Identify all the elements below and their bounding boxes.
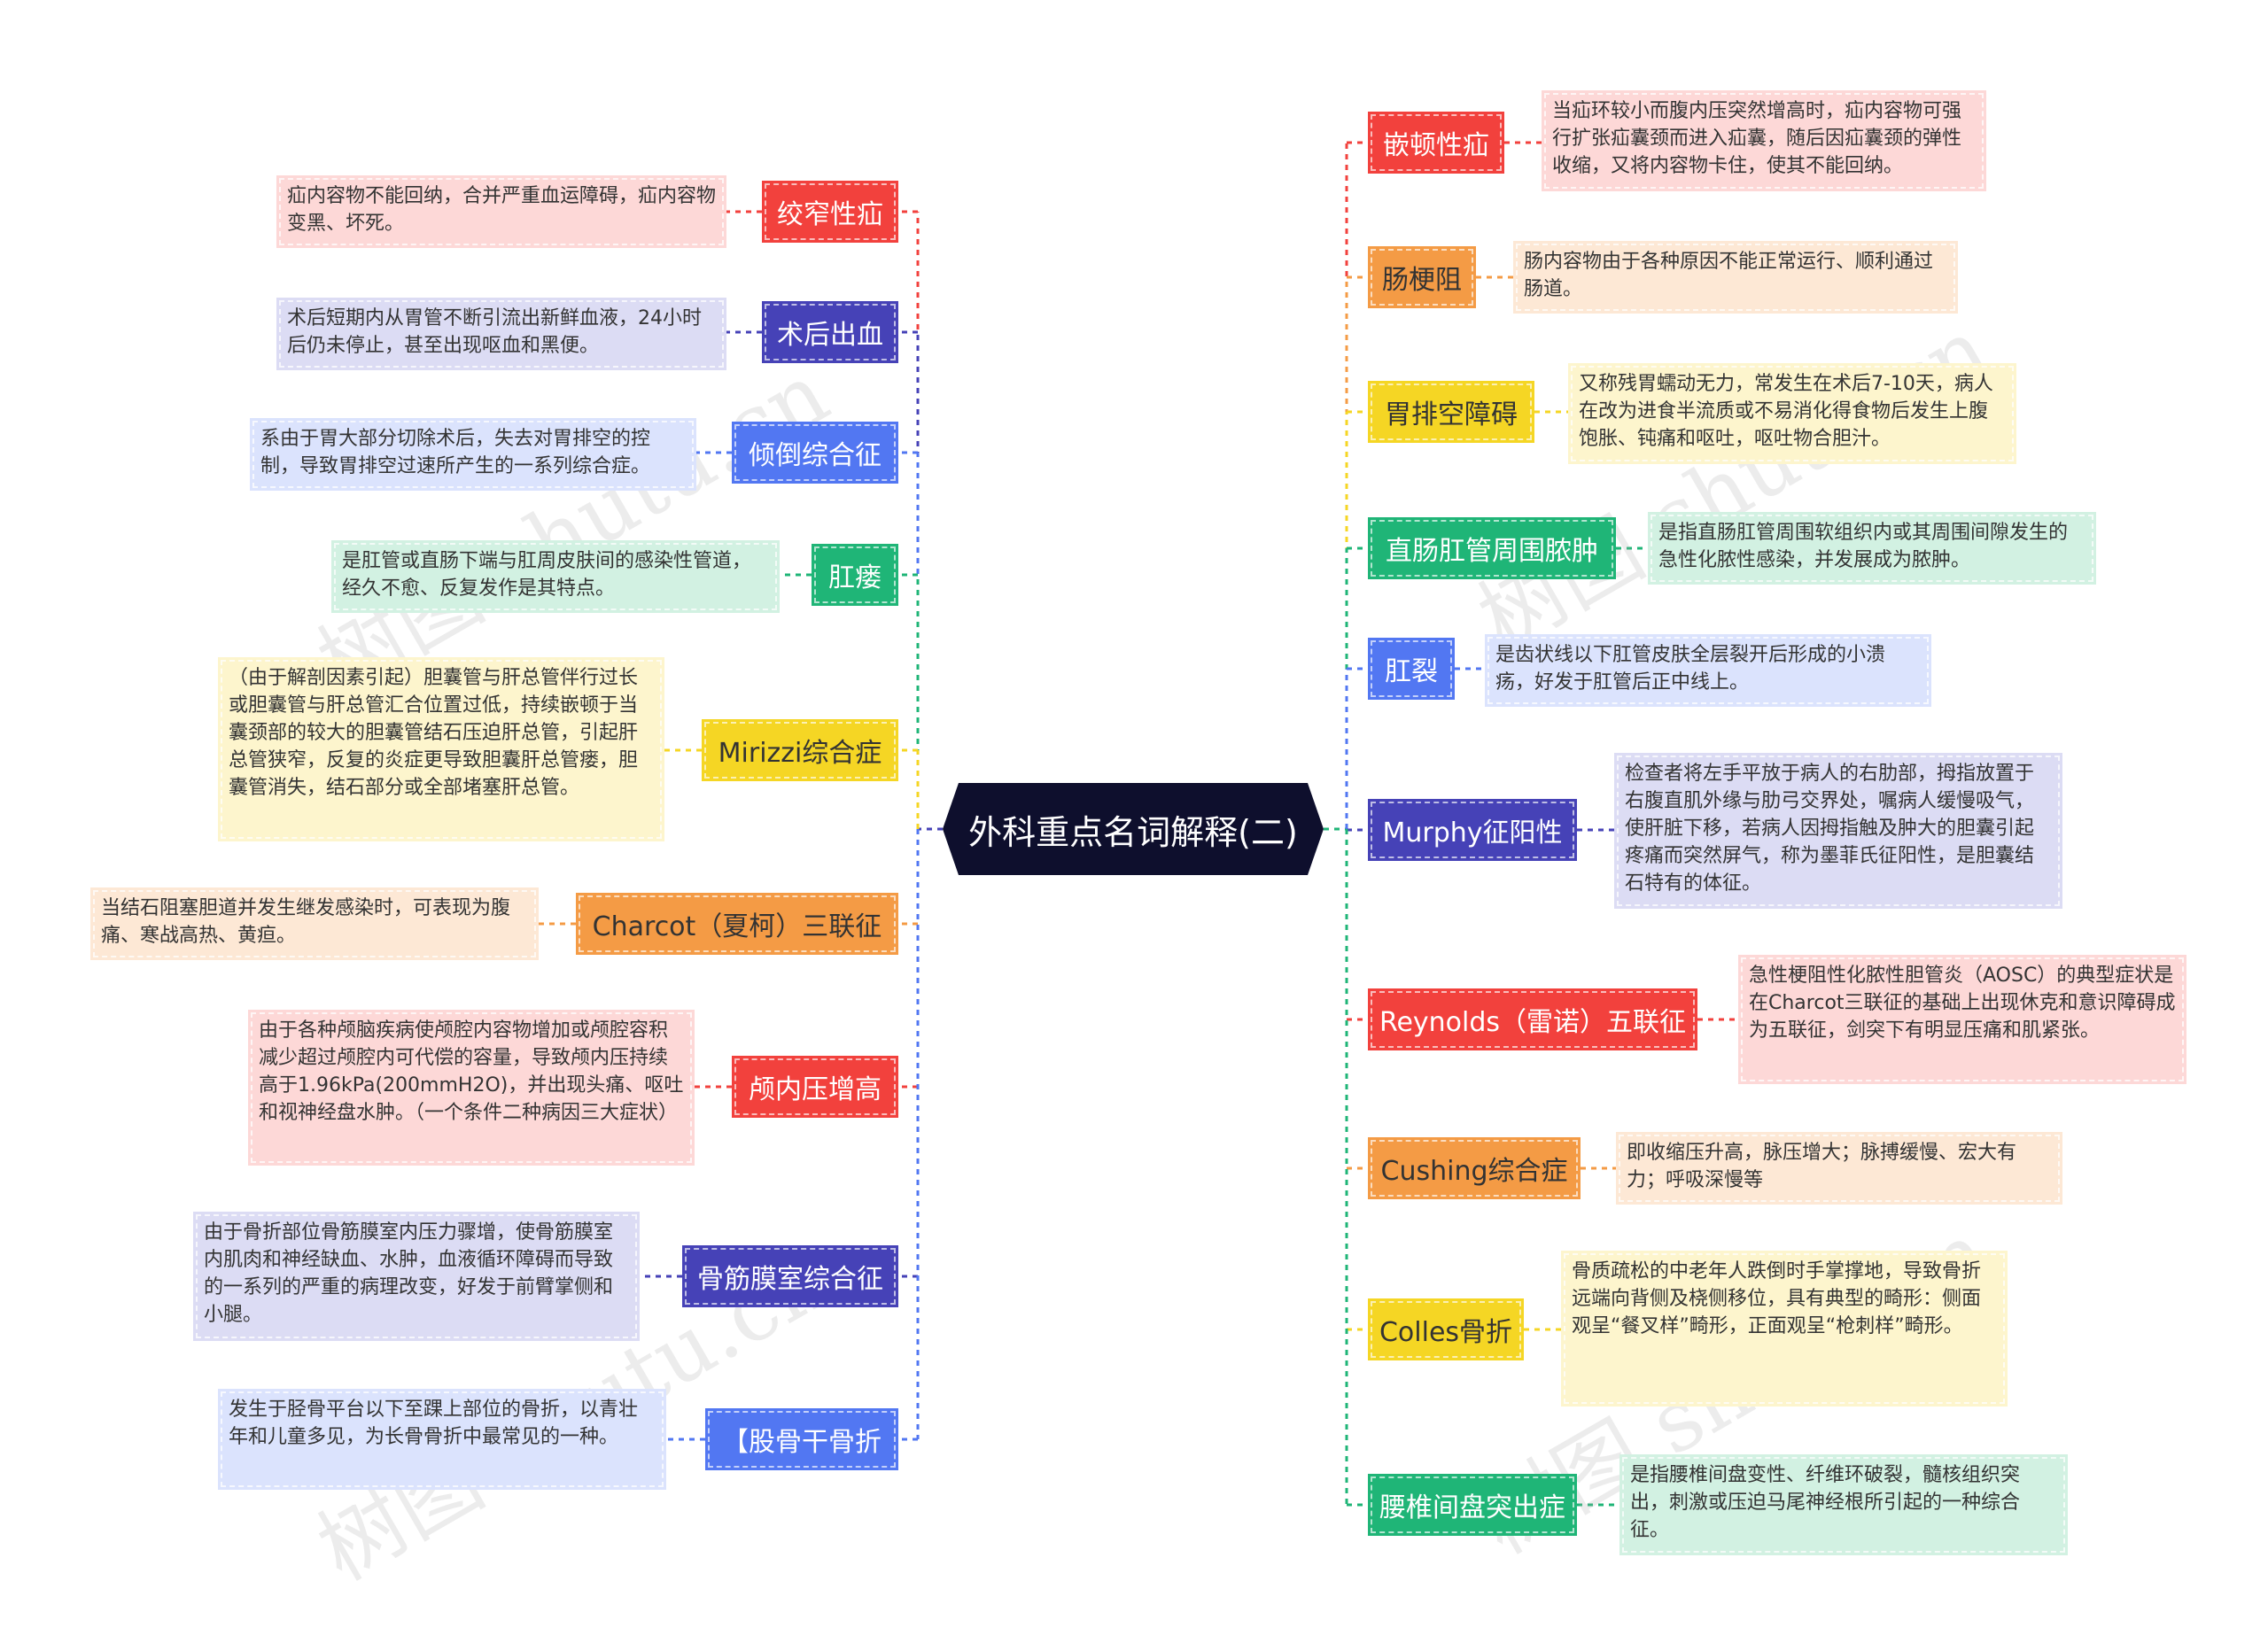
branch-term[interactable]: Cushing综合症 — [1368, 1137, 1581, 1199]
branch-description: 是指腰椎间盘变性、纤维环破裂，髓核组织突出，刺激或压迫马尾神经根所引起的一种综合… — [1619, 1454, 2068, 1555]
branch-description: 是指直肠肛管周围软组织内或其周围间隙发生的急性化脓性感染，并发展成为脓肿。 — [1648, 512, 2096, 585]
branch-term[interactable]: Mirizzi综合症 — [702, 719, 898, 781]
branch-description: 肠内容物由于各种原因不能正常运行、顺利通过肠道。 — [1513, 241, 1958, 314]
branch-description: 是齿状线以下肛管皮肤全层裂开后形成的小溃疡，好发于肛管后正中线上。 — [1485, 634, 1931, 707]
branch-description: 由于各种颅脑疾病使颅腔内容物增加或颅腔容积减少超过颅腔内可代偿的容量，导致颅内压… — [248, 1010, 695, 1166]
branch-term[interactable]: 胃排空障碍 — [1368, 381, 1534, 443]
root-topic[interactable]: 外科重点名词解释(二) — [943, 783, 1324, 875]
branch-term[interactable]: 【股骨干骨折 — [705, 1408, 898, 1470]
branch-term[interactable]: Murphy征阳性 — [1368, 799, 1577, 861]
branch-term[interactable]: 术后出血 — [762, 301, 898, 363]
branch-term[interactable]: 倾倒综合征 — [732, 422, 898, 484]
branch-term[interactable]: 颅内压增高 — [732, 1056, 898, 1118]
branch-description: 术后短期内从胃管不断引流出新鲜血液，24小时后仍未停止，甚至出现呕血和黑便。 — [276, 298, 726, 370]
branch-term[interactable]: 骨筋膜室综合征 — [682, 1245, 898, 1307]
branch-term[interactable]: Colles骨折 — [1368, 1298, 1524, 1360]
branch-term[interactable]: Charcot（夏柯）三联征 — [576, 893, 898, 955]
branch-term[interactable]: 肛瘘 — [812, 544, 898, 606]
branch-description: 系由于胃大部分切除术后，失去对胃排空的控制，导致胃排空过速所产生的一系列综合症。 — [250, 418, 696, 491]
branch-description: （由于解剖因素引起）胆囊管与肝总管伴行过长或胆囊管与肝总管汇合位置过低，持续嵌顿… — [218, 657, 664, 841]
branch-term[interactable]: 腰椎间盘突出症 — [1368, 1474, 1577, 1536]
branch-description: 即收缩压升高，脉压增大；脉搏缓慢、宏大有力；呼吸深慢等 — [1616, 1132, 2062, 1205]
branch-description: 又称残胃蠕动无力，常发生在术后7-10天，病人在改为进食半流质或不易消化得食物后… — [1568, 363, 2016, 464]
branch-term[interactable]: 嵌顿性疝 — [1368, 112, 1504, 174]
branch-term[interactable]: 肛裂 — [1368, 638, 1455, 700]
branch-description: 是肛管或直肠下端与肛周皮肤间的感染性管道，经久不愈、反复发作是其特点。 — [331, 540, 780, 613]
branch-term[interactable]: 直肠肛管周围脓肿 — [1368, 517, 1616, 579]
branch-description: 骨质疏松的中老年人跌倒时手掌撑地，导致骨折远端向背侧及桡侧移位，具有典型的畸形：… — [1561, 1251, 2008, 1407]
branch-description: 由于骨折部位骨筋膜室内压力骤增，使骨筋膜室内肌肉和神经缺血、水肿，血液循环障碍而… — [193, 1212, 640, 1341]
branch-description: 急性梗阻性化脓性胆管炎（AOSC）的典型症状是在Charcot三联征的基础上出现… — [1738, 955, 2186, 1084]
branch-description: 发生于胫骨平台以下至踝上部位的骨折，以青壮年和儿童多见，为长骨骨折中最常见的一种… — [218, 1389, 666, 1490]
branch-term[interactable]: 绞窄性疝 — [762, 181, 898, 243]
branch-term[interactable]: 肠梗阻 — [1368, 246, 1476, 308]
branch-description: 检查者将左手平放于病人的右肋部，拇指放置于右腹直肌外缘与肋弓交界处，嘱病人缓慢吸… — [1614, 753, 2062, 909]
branch-description: 当结石阻塞胆道并发生继发感染时，可表现为腹痛、寒战高热、黄疸。 — [90, 887, 539, 960]
branch-description: 疝内容物不能回纳，合并严重血运障碍，疝内容物变黑、坏死。 — [276, 175, 726, 248]
branch-term[interactable]: Reynolds（雷诺）五联征 — [1368, 988, 1697, 1050]
branch-description: 当疝环较小而腹内压突然增高时，疝内容物可强行扩张疝囊颈而进入疝囊，随后因疝囊颈的… — [1542, 90, 1986, 191]
